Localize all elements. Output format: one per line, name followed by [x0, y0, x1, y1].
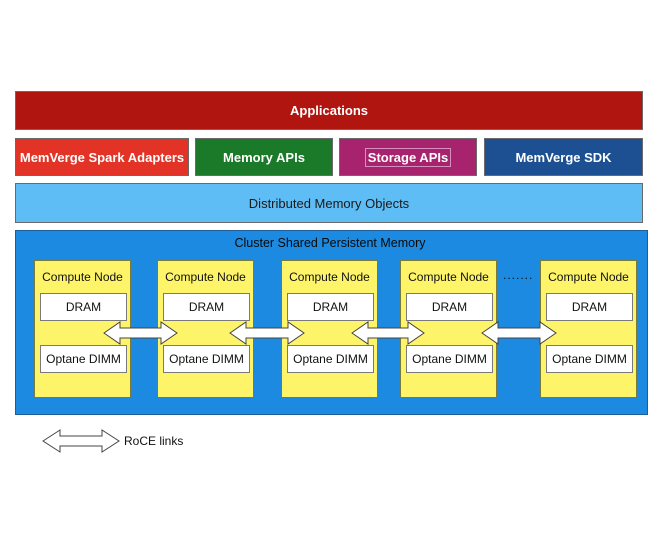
dram-box: DRAM: [40, 293, 127, 321]
optane-box: Optane DIMM: [546, 345, 633, 373]
cluster-title: Cluster Shared Persistent Memory: [234, 236, 426, 250]
distributed-memory-label: Distributed Memory Objects: [248, 195, 410, 211]
double-arrow-icon: [42, 429, 120, 453]
compute-node-title: Compute Node: [548, 270, 629, 284]
memory-apis-block: Memory APIs: [195, 138, 333, 176]
compute-node-2: Compute Node DRAM Optane DIMM: [157, 260, 254, 398]
more-nodes-ellipsis: .......: [503, 268, 534, 282]
applications-layer: Applications: [15, 91, 643, 130]
compute-node-5: Compute Node DRAM Optane DIMM: [540, 260, 637, 398]
compute-node-title: Compute Node: [408, 270, 489, 284]
memory-apis-label: Memory APIs: [223, 149, 305, 165]
dram-box: DRAM: [406, 293, 493, 321]
spark-adapters-label: MemVerge Spark Adapters: [19, 149, 185, 165]
compute-node-title: Compute Node: [289, 270, 370, 284]
spark-adapters-block: MemVerge Spark Adapters: [15, 138, 189, 176]
storage-apis-block: Storage APIs: [339, 138, 477, 176]
compute-node-4: Compute Node DRAM Optane DIMM: [400, 260, 497, 398]
optane-box: Optane DIMM: [163, 345, 250, 373]
sdk-label: MemVerge SDK: [515, 149, 612, 165]
optane-box: Optane DIMM: [40, 345, 127, 373]
applications-label: Applications: [289, 103, 368, 118]
legend-label: RoCE links: [124, 434, 184, 448]
dram-box: DRAM: [287, 293, 374, 321]
optane-box: Optane DIMM: [287, 345, 374, 373]
compute-node-3: Compute Node DRAM Optane DIMM: [281, 260, 378, 398]
sdk-block: MemVerge SDK: [484, 138, 643, 176]
storage-apis-label: Storage APIs: [364, 147, 452, 167]
compute-node-title: Compute Node: [42, 270, 123, 284]
compute-node-1: Compute Node DRAM Optane DIMM: [34, 260, 131, 398]
distributed-memory-layer: Distributed Memory Objects: [15, 183, 643, 223]
dram-box: DRAM: [546, 293, 633, 321]
compute-node-title: Compute Node: [165, 270, 246, 284]
dram-box: DRAM: [163, 293, 250, 321]
optane-box: Optane DIMM: [406, 345, 493, 373]
